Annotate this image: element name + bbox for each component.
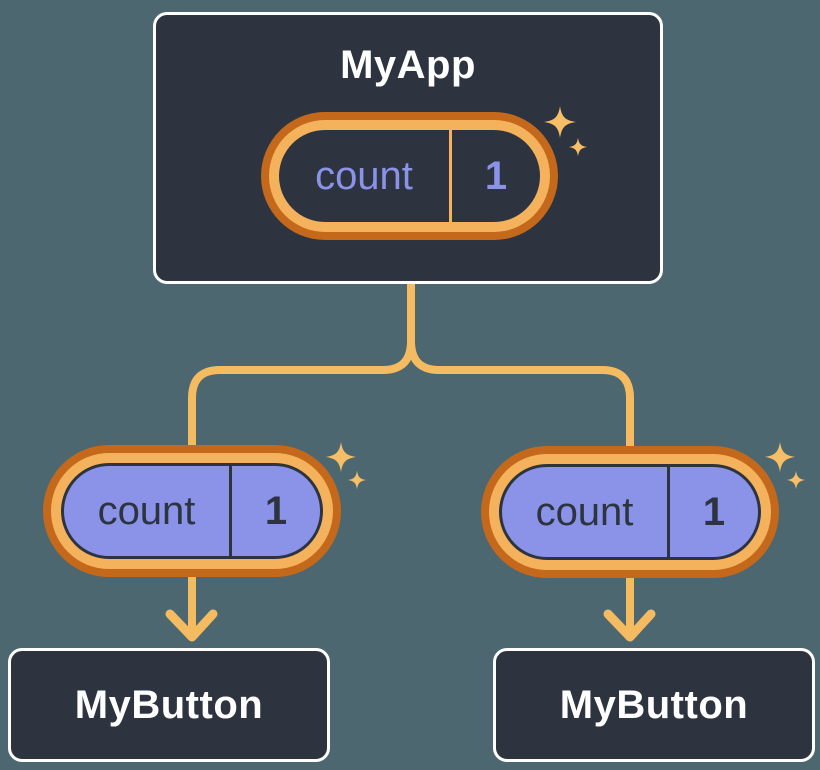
state-pill-ring: count 1 (269, 120, 550, 232)
prop-pill-body: count 1 (61, 463, 323, 559)
mybutton-node-right: MyButton (493, 648, 815, 762)
mybutton-node-title: MyButton (74, 682, 264, 727)
prop-pill-value: 1 (702, 489, 726, 534)
prop-pill-divider (667, 467, 670, 557)
prop-pill-ring: count 1 (51, 453, 333, 569)
prop-pill-label: count (535, 489, 634, 534)
arrow-down-icon (603, 609, 656, 642)
mybutton-node-left: MyButton (8, 648, 330, 762)
prop-pill-left: count 1 (43, 445, 341, 577)
prop-pill-right: count 1 (481, 446, 779, 578)
prop-pill-body: count 1 (499, 464, 761, 560)
state-pill-divider (449, 130, 452, 222)
myapp-node-title: MyApp (340, 43, 476, 87)
state-pill-value: 1 (484, 153, 508, 198)
mybutton-node-title: MyButton (559, 682, 749, 727)
arrow-down-icon (165, 609, 218, 642)
prop-pill-label: count (97, 488, 196, 533)
state-pill-body: count 1 (279, 130, 540, 222)
state-pill: count 1 (261, 112, 558, 240)
prop-pill-ring: count 1 (489, 454, 771, 570)
prop-pill-value: 1 (264, 488, 288, 533)
prop-pill-divider (229, 466, 232, 556)
state-pill-label: count (315, 153, 413, 198)
